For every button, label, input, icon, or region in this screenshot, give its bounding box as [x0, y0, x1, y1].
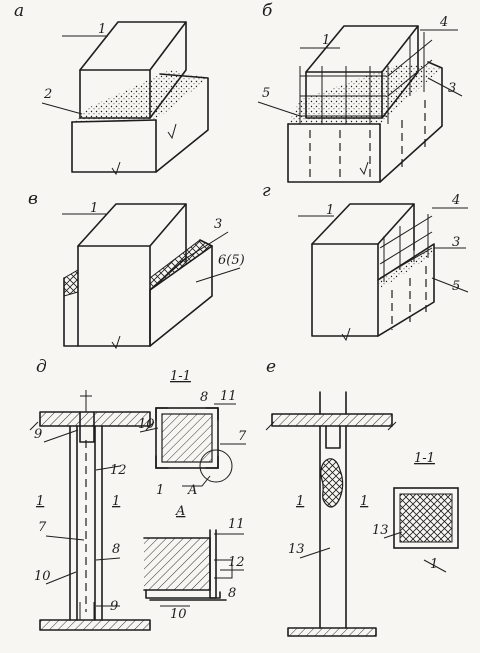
label-13e: 13	[288, 542, 305, 557]
section-title-d: 1-1	[170, 369, 191, 384]
label-4g: 4	[451, 193, 460, 208]
label-10d: 10	[34, 569, 51, 584]
label-3v: 3	[214, 217, 222, 232]
label-4b: 4	[439, 15, 448, 30]
label-11a: 11	[228, 517, 245, 532]
label-8s: 8	[200, 390, 208, 405]
label-1v: 1	[90, 201, 98, 216]
label-6-5v: 6(5)	[218, 253, 245, 268]
panel-b: 1 4 3 5	[257, 15, 463, 183]
label-10a: 10	[170, 607, 187, 622]
section-title-e: 1-1	[414, 451, 435, 466]
panel-label-a: а	[14, 1, 24, 21]
label-8a: 8	[228, 586, 236, 601]
label-1b: 1	[322, 33, 330, 48]
panel-label-d: д	[36, 357, 47, 377]
label-11s: 11	[220, 389, 237, 404]
panel-label-v: в	[28, 189, 38, 209]
label-13s: 13	[372, 523, 389, 538]
label-7s: 7	[238, 429, 247, 444]
panel-v: 1 3 6(5)	[62, 201, 245, 350]
panel-label-b: б	[262, 1, 273, 21]
label-12d: 12	[110, 463, 127, 478]
label-1e-left: 1	[296, 494, 304, 509]
label-1d-right: 1	[112, 494, 120, 509]
label-8d: 8	[112, 542, 120, 557]
panel-d-section: 1-1 8 11 7 10 1 A	[138, 369, 247, 498]
panel-label-g: г	[262, 181, 271, 201]
label-5g: 5	[452, 279, 460, 294]
label-1s: 1	[156, 483, 164, 498]
label-3b: 3	[448, 81, 456, 96]
label-1g: 1	[326, 203, 334, 218]
label-7d: 7	[38, 520, 47, 535]
panel-e: е 1 1 13 1-1 13 1	[265, 357, 459, 637]
label-5b: 5	[262, 86, 270, 101]
label-1a: 1	[98, 22, 106, 37]
detail-title: A	[175, 504, 185, 519]
label-12a: 12	[228, 555, 245, 570]
panel-d-elevation: д 9 12 1 1 7 8 10 9	[29, 357, 155, 631]
panel-a: 1 2	[41, 21, 209, 176]
label-1se: 1	[430, 557, 438, 572]
label-detail-ref: A	[187, 483, 197, 498]
panel-d-detail: A 11 12 8 10	[143, 504, 245, 622]
label-1e-right: 1	[360, 494, 368, 509]
label-10s: 10	[138, 417, 155, 432]
label-9d-top: 9	[34, 427, 42, 442]
label-2a: 2	[43, 87, 52, 102]
label-3g: 3	[452, 235, 460, 250]
label-1d-left: 1	[36, 494, 44, 509]
panel-g: 1 4 3 5	[298, 193, 469, 342]
panel-label-e: е	[266, 357, 276, 377]
